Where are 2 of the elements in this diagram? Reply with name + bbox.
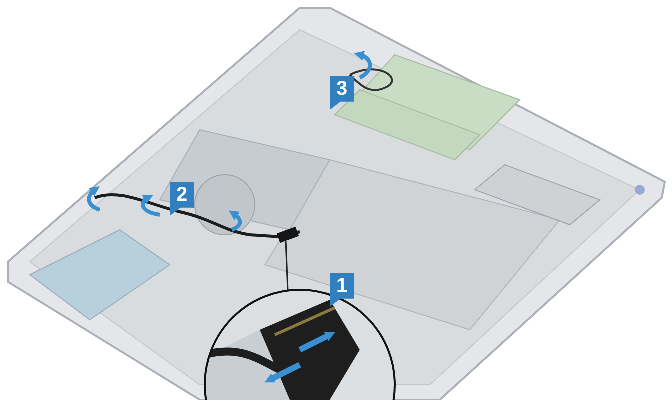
cable-connector — [276, 226, 300, 244]
leader-line — [285, 240, 289, 290]
